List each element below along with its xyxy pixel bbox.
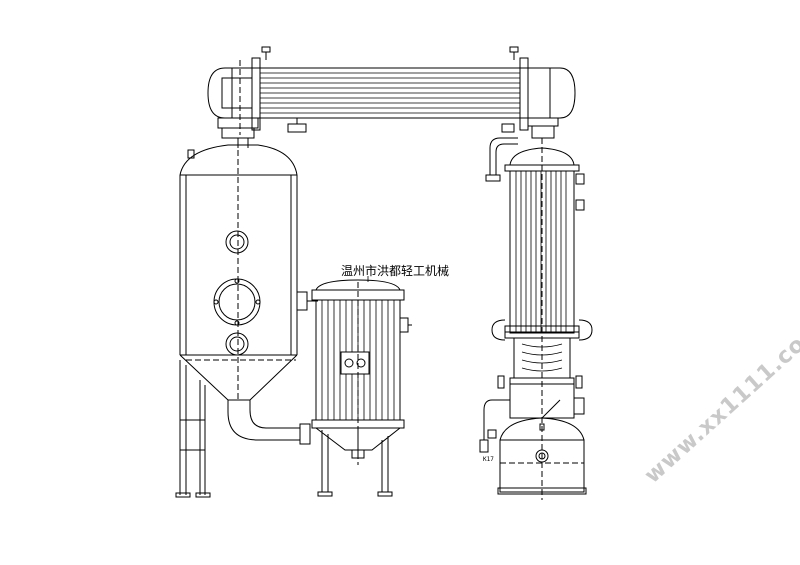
left-legs	[175, 360, 211, 498]
return-pipe	[485, 137, 518, 182]
top-condenser	[207, 46, 576, 139]
heater	[311, 279, 412, 497]
sight-glass-lower	[225, 332, 249, 356]
heater-legs	[317, 430, 393, 497]
coil	[521, 343, 563, 372]
manufacturer-caption: 温州市洪都轻工机械	[341, 264, 450, 278]
valve-tag-label: K17	[483, 456, 494, 463]
vertical-condenser	[479, 137, 593, 500]
condenser-tube-bundle	[260, 72, 520, 114]
sight-glass-upper	[225, 230, 249, 254]
receiver-tank	[497, 417, 587, 495]
column-tubes	[515, 171, 567, 333]
manhole	[213, 278, 261, 326]
bottom-elbow-pipe	[227, 400, 311, 445]
separator-vessel	[175, 138, 318, 498]
